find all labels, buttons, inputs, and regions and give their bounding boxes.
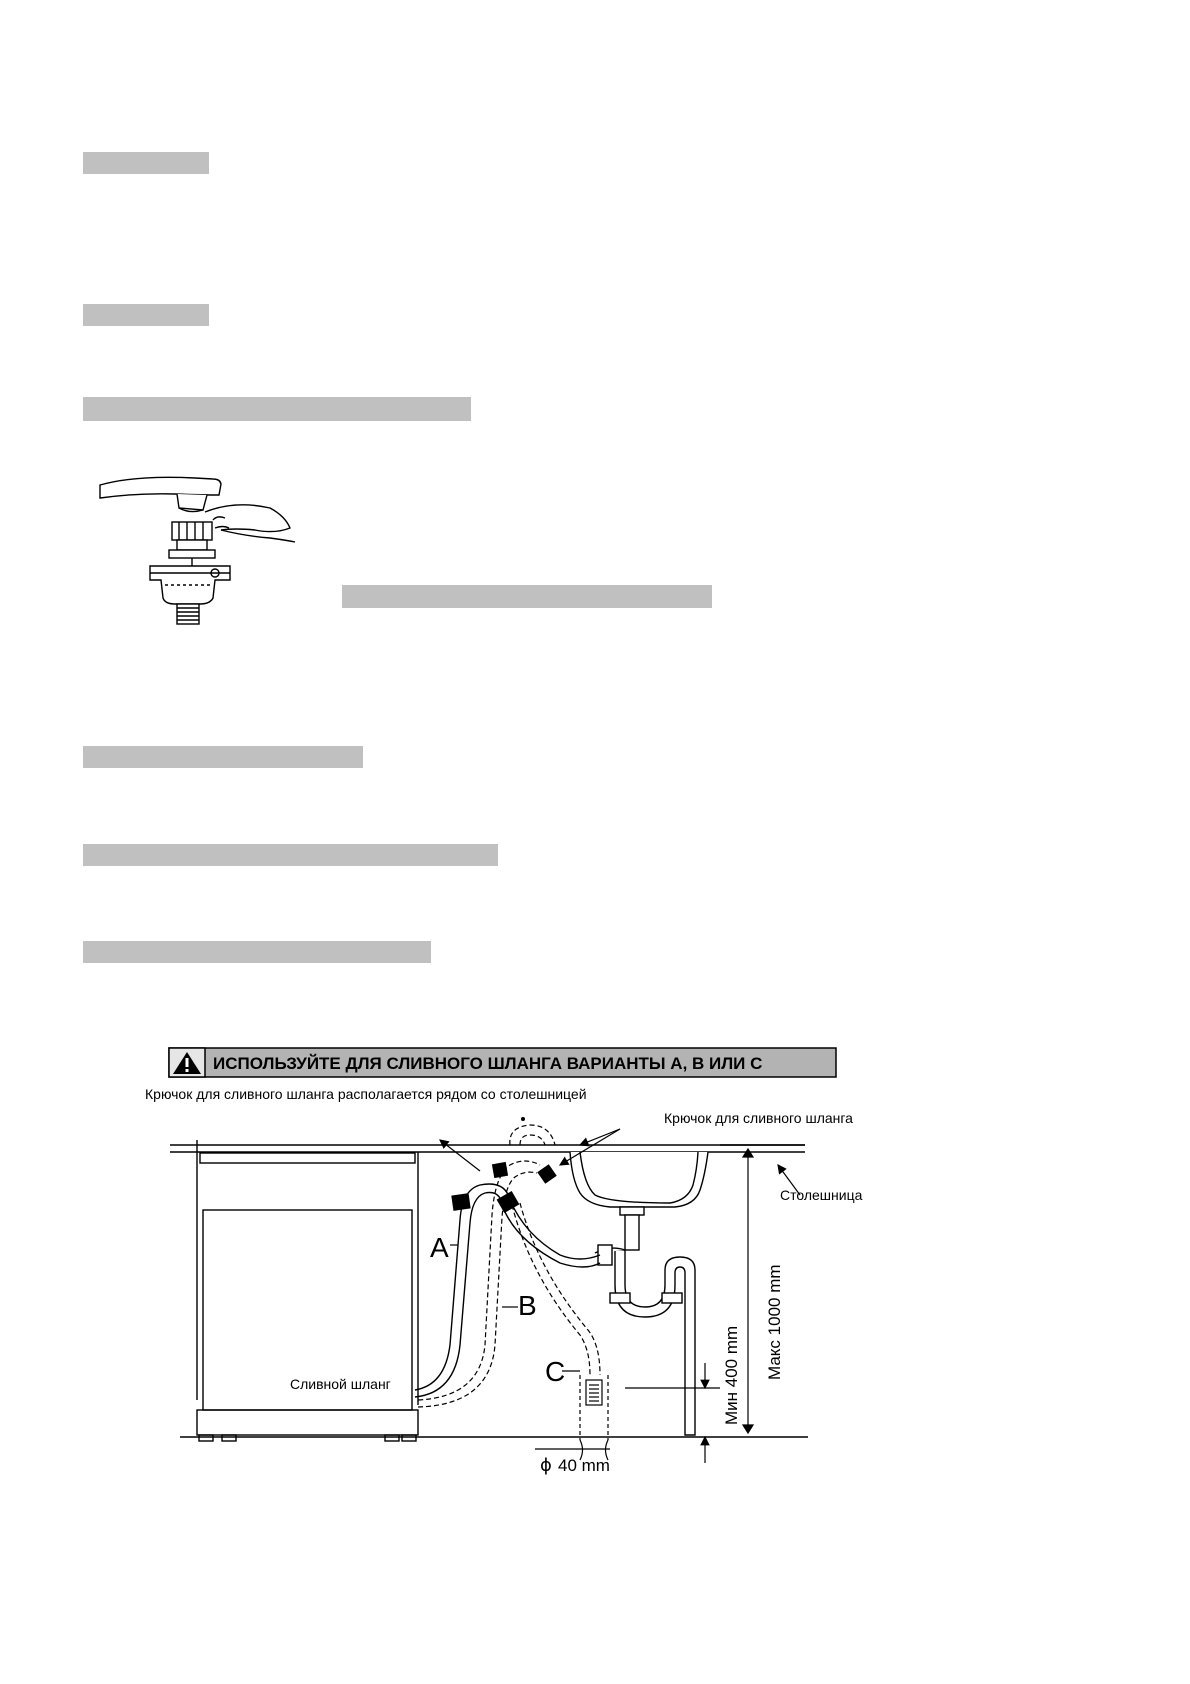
warning-banner — [168, 1047, 837, 1078]
drain-hose-diagram: ИСПОЛЬЗУЙТЕ ДЛЯ СЛИВНОГО ШЛАНГА ВАРИАНТЫ… — [145, 1047, 863, 1476]
warning-title: ИСПОЛЬЗУЙТЕ ДЛЯ СЛИВНОГО ШЛАНГА ВАРИАНТЫ… — [213, 1054, 762, 1073]
redacted-heading-1 — [83, 152, 209, 174]
redacted-heading-5 — [83, 746, 363, 768]
faucet-valve-illustration — [99, 476, 296, 625]
pipe-diameter-label: 40 mm — [558, 1456, 610, 1475]
pipe-diameter-symbol: ϕ — [540, 1455, 552, 1476]
max-height-label: Макс 1000 mm — [765, 1264, 784, 1380]
redacted-heading-7 — [83, 941, 431, 963]
redacted-heading-6 — [83, 844, 498, 866]
redacted-heading-2 — [83, 304, 209, 326]
drain-hose-label: Сливной шланг — [290, 1376, 391, 1392]
dishwasher — [196, 1140, 419, 1442]
hose-option-b — [417, 1124, 556, 1408]
redacted-heading-4 — [342, 585, 712, 608]
hose-option-a — [414, 1183, 601, 1398]
hose-option-c — [511, 1202, 601, 1376]
option-b-label: B — [518, 1290, 537, 1321]
standpipe — [579, 1375, 609, 1461]
hook-label: Крючок для сливного шланга — [664, 1110, 853, 1126]
sink — [569, 1151, 709, 1436]
min-height-label: Мин 400 mm — [722, 1326, 741, 1425]
redacted-heading-3 — [83, 397, 471, 421]
option-a-label: A — [430, 1232, 449, 1263]
hook-near-worktop-label: Крючок для сливного шланга располагается… — [145, 1086, 587, 1102]
option-c-label: C — [545, 1356, 565, 1387]
warning-triangle-icon — [173, 1052, 201, 1074]
worktop-label: Столешница — [780, 1187, 863, 1203]
